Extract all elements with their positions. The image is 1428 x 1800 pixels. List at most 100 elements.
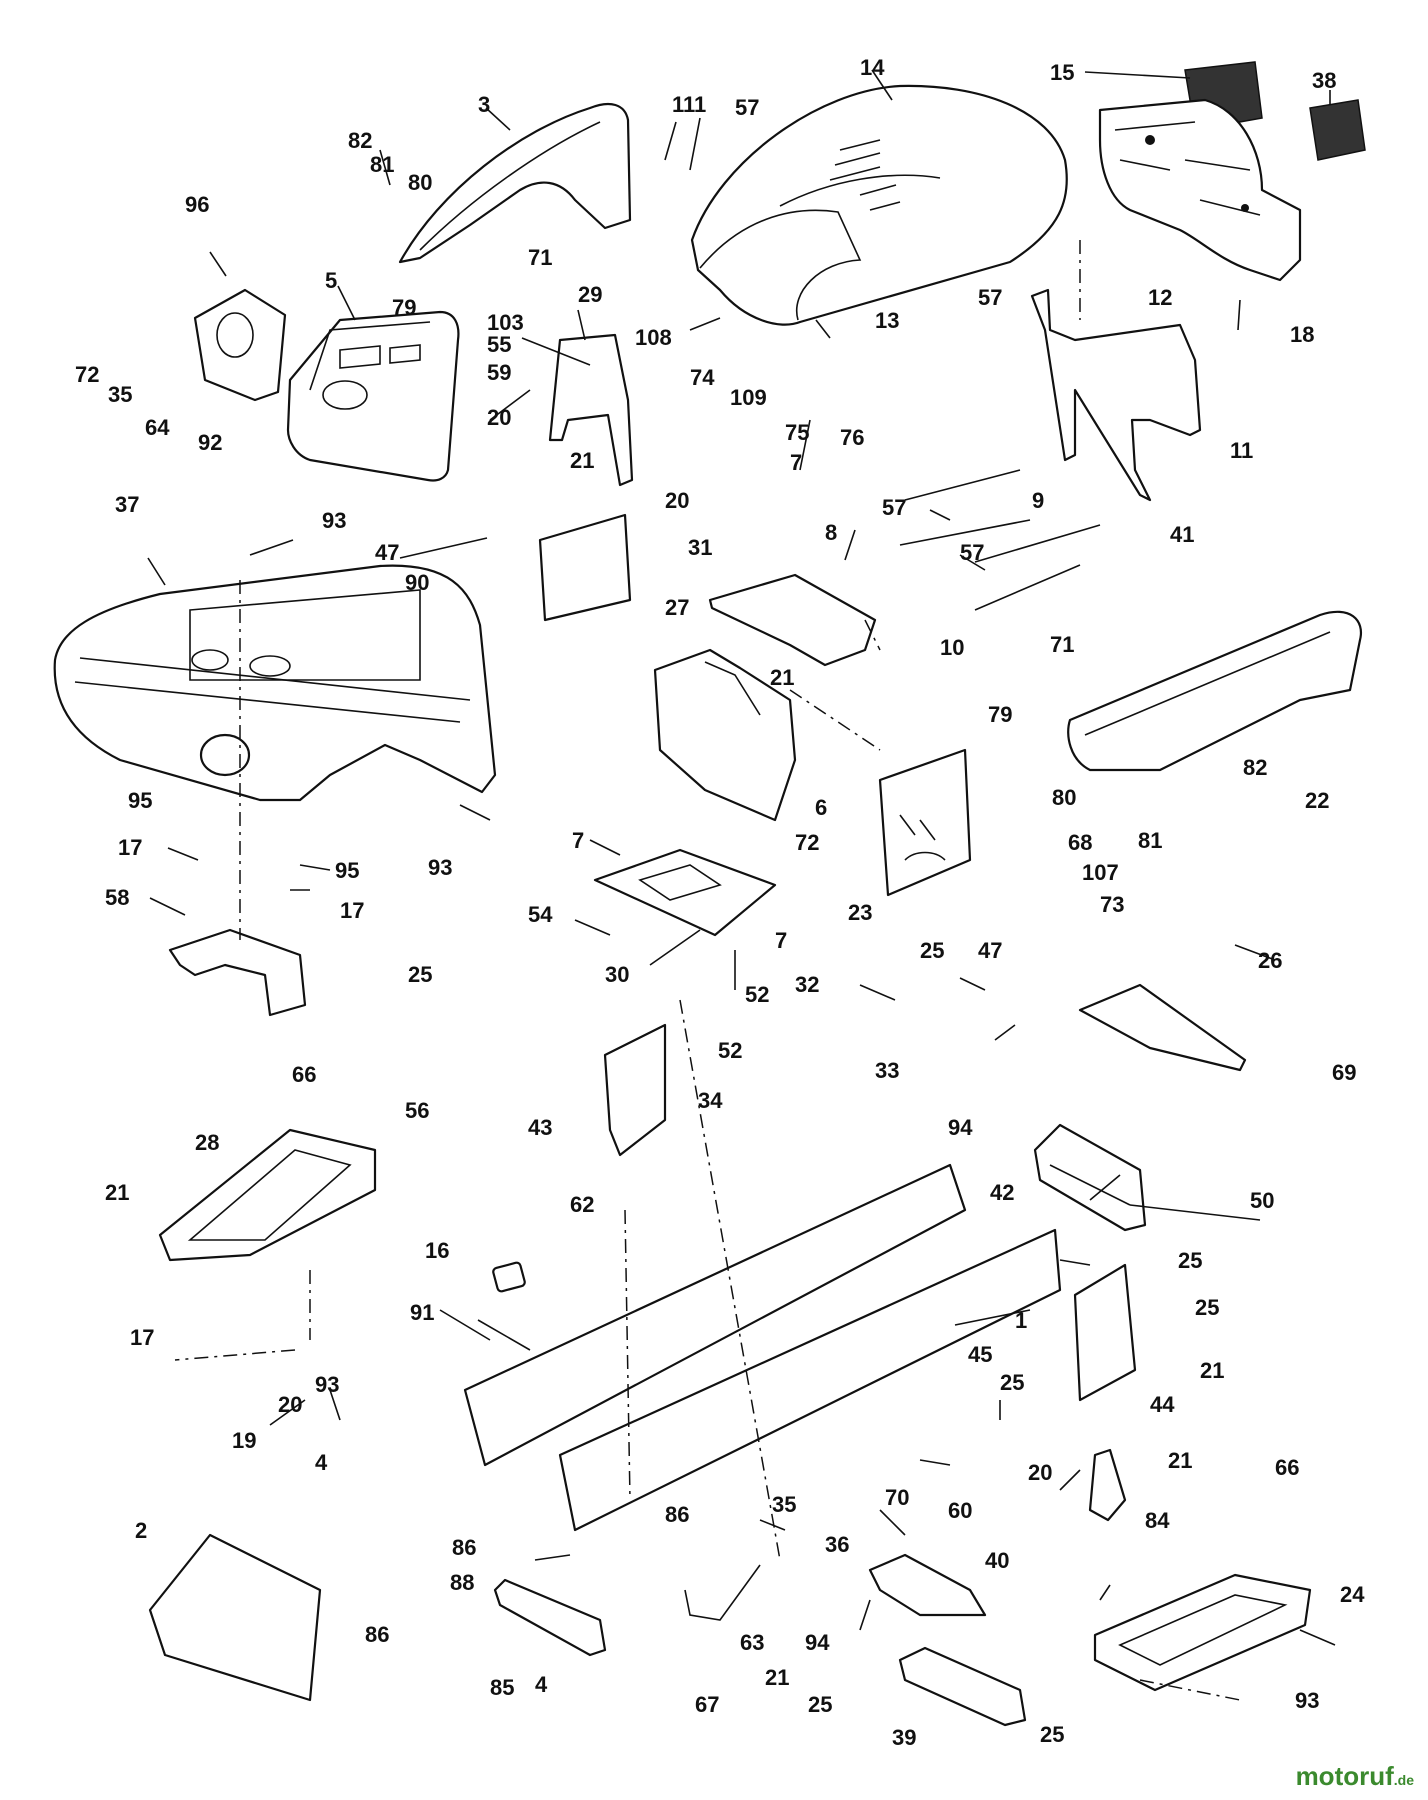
part-footrest-left <box>158 1128 377 1262</box>
callout-39: 39 <box>892 1725 916 1750</box>
callout-54: 54 <box>528 902 553 927</box>
callout-28: 28 <box>195 1130 219 1155</box>
callout-18: 18 <box>1290 322 1314 347</box>
watermark-suffix: .de <box>1393 1772 1414 1788</box>
part-bracket-85 <box>493 1578 607 1657</box>
callout-19: 19 <box>232 1428 256 1453</box>
callout-79: 79 <box>988 702 1012 727</box>
callout-15: 15 <box>1050 60 1074 85</box>
callout-35: 35 <box>772 1492 796 1517</box>
part-bracket-29 <box>548 333 634 487</box>
callout-69: 69 <box>1332 1060 1356 1085</box>
callout-66: 66 <box>1275 1455 1299 1480</box>
callout-40: 40 <box>985 1548 1009 1573</box>
callout-17: 17 <box>130 1325 154 1350</box>
callout-90: 90 <box>405 570 429 595</box>
part-frame-rail-1 <box>558 1228 1062 1532</box>
callout-35: 35 <box>108 382 132 407</box>
callout-21: 21 <box>105 1180 129 1205</box>
alignment-lines <box>174 240 1241 1701</box>
part-plate-27 <box>538 513 632 622</box>
callout-94: 94 <box>805 1630 830 1655</box>
callout-52: 52 <box>745 982 769 1007</box>
callout-2: 2 <box>135 1518 147 1543</box>
callout-57: 57 <box>735 95 759 120</box>
callout-95: 95 <box>128 788 152 813</box>
callout-67: 67 <box>695 1692 719 1717</box>
callout-6: 6 <box>815 795 827 820</box>
callout-12: 12 <box>1148 285 1172 310</box>
callout-93: 93 <box>322 508 346 533</box>
callout-93: 93 <box>315 1372 339 1397</box>
callout-7: 7 <box>790 450 802 475</box>
callout-91: 91 <box>410 1300 434 1325</box>
callout-72: 72 <box>795 830 819 855</box>
callout-24: 24 <box>1340 1582 1365 1607</box>
callout-74: 74 <box>690 365 715 390</box>
part-frame-rail-91 <box>463 1163 967 1467</box>
callout-68: 68 <box>1068 830 1092 855</box>
callout-66: 66 <box>292 1062 316 1087</box>
callout-22: 22 <box>1305 788 1329 813</box>
callout-16: 16 <box>425 1238 449 1263</box>
callout-86: 86 <box>365 1622 389 1647</box>
callout-20: 20 <box>487 405 511 430</box>
callout-11: 11 <box>1230 438 1253 463</box>
leader-lines <box>147 69 1336 1646</box>
callout-8: 8 <box>825 520 837 545</box>
callout-81: 81 <box>1138 828 1162 853</box>
part-lower-fender <box>1067 610 1363 772</box>
callout-82: 82 <box>348 128 372 153</box>
callout-23: 23 <box>848 900 872 925</box>
callout-4: 4 <box>315 1450 328 1475</box>
callout-21: 21 <box>1200 1358 1224 1383</box>
part-plate-30 <box>593 848 777 937</box>
callout-47: 47 <box>375 540 399 565</box>
callout-64: 64 <box>145 415 170 440</box>
callout-21: 21 <box>765 1665 789 1690</box>
callout-93: 93 <box>428 855 452 880</box>
part-cover-92 <box>193 288 287 402</box>
callout-55: 55 <box>487 332 511 357</box>
callout-86: 86 <box>452 1535 476 1560</box>
part-footrest-right <box>1093 1573 1312 1692</box>
callout-5: 5 <box>325 268 337 293</box>
callout-94: 94 <box>948 1115 973 1140</box>
callout-111: 111 <box>672 92 706 117</box>
callout-71: 71 <box>1050 632 1074 657</box>
callout-63: 63 <box>740 1630 764 1655</box>
callout-25: 25 <box>1000 1370 1024 1395</box>
callout-7: 7 <box>572 828 584 853</box>
callout-45: 45 <box>968 1342 992 1367</box>
callout-103: 103 <box>487 310 524 335</box>
callout-96: 96 <box>185 192 209 217</box>
watermark-logo: motoruf.de <box>1296 1761 1414 1792</box>
callout-92: 92 <box>198 430 222 455</box>
callout-50: 50 <box>1250 1188 1274 1213</box>
callout-75: 75 <box>785 420 809 445</box>
part-dash-panel <box>286 310 460 482</box>
callout-47: 47 <box>978 938 1002 963</box>
callout-70: 70 <box>885 1485 909 1510</box>
callout-93: 93 <box>1295 1688 1319 1713</box>
callout-3: 3 <box>478 92 490 117</box>
callout-32: 32 <box>795 972 819 997</box>
part-bracket-41 <box>1030 288 1202 502</box>
callout-17: 17 <box>118 835 142 860</box>
part-grille-38 <box>1309 99 1366 161</box>
part-bracket-58 <box>168 928 307 1017</box>
callout-52: 52 <box>718 1038 742 1063</box>
callout-33: 33 <box>875 1058 899 1083</box>
callout-80: 80 <box>1052 785 1076 810</box>
callout-71: 71 <box>528 245 552 270</box>
callout-7: 7 <box>775 928 787 953</box>
callout-41: 41 <box>1170 522 1194 547</box>
callout-57: 57 <box>960 540 984 565</box>
part-body-panel <box>53 564 497 802</box>
callout-25: 25 <box>808 1692 832 1717</box>
callout-25: 25 <box>920 938 944 963</box>
callout-82: 82 <box>1243 755 1267 780</box>
callout-44: 44 <box>1150 1392 1175 1417</box>
